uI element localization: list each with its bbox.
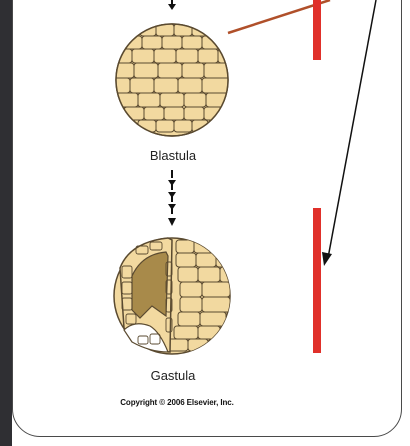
gastrula-cutaway: [113, 237, 231, 355]
copyright-label: Copyright © 2006 Elsevier, Inc.: [120, 398, 234, 407]
arrow-to-blastula: [168, 0, 176, 10]
slide-edge-bar: [0, 0, 12, 446]
stage-marker-top: [313, 0, 321, 60]
gastula-label: Gastula: [150, 368, 196, 383]
stage-marker-bottom: [313, 208, 321, 353]
blastula-sphere: [115, 23, 229, 137]
blastula-label: Blastula: [149, 148, 197, 163]
pointer-arrow: [322, 0, 377, 266]
arrow-blastula-to-gastula: [168, 170, 176, 226]
slide-frame: [12, 0, 402, 437]
